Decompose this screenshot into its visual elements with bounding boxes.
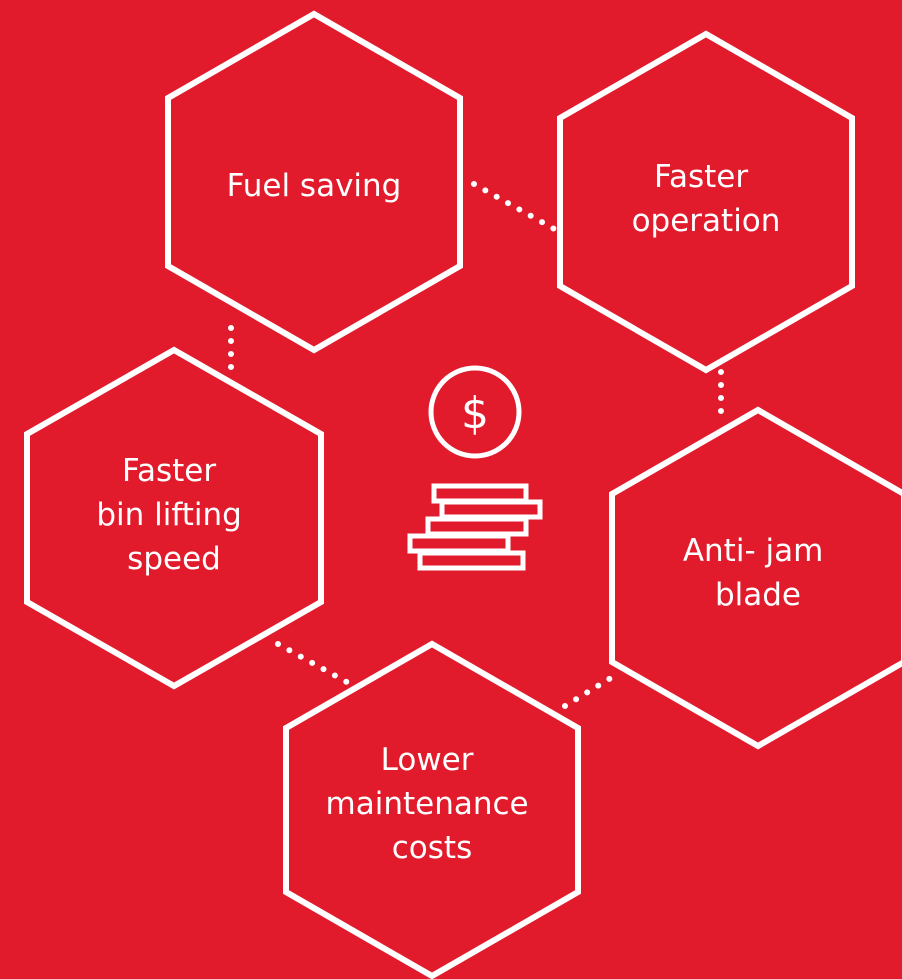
- coin-stack-icon: $: [407, 365, 543, 571]
- connector-anti-jam-to-maintenance: [562, 673, 617, 709]
- label-line: Anti- jam: [683, 533, 823, 569]
- label-line: Faster: [122, 453, 216, 489]
- hexagon-lower-maintenance-costs: [283, 640, 581, 979]
- label-line: speed: [127, 541, 221, 577]
- label-line: Faster: [654, 159, 748, 195]
- node-label-anti-jam-blade: Anti- jam blade: [683, 533, 833, 613]
- coin-stack-bar: [417, 550, 526, 571]
- label-line: maintenance: [326, 786, 529, 822]
- hexagon-fuel-saving: [165, 10, 463, 354]
- coin-stack-bar: [425, 516, 529, 537]
- hexagon-anti-jam-blade: [609, 406, 902, 750]
- label-line: bin lifting: [96, 497, 241, 533]
- label-line: Fuel saving: [227, 168, 402, 204]
- node-anti-jam-blade: Anti- jam blade: [609, 406, 902, 750]
- connector-fuel-saving-to-faster-operation: [471, 181, 559, 233]
- dollar-sign: $: [461, 388, 489, 439]
- hexagon-faster-bin-lifting-speed: [24, 346, 324, 690]
- node-lower-maintenance-costs: Lower maintenance costs: [283, 640, 581, 979]
- connector-bin-lifting-to-maintenance: [275, 641, 357, 689]
- label-line: blade: [715, 577, 801, 613]
- label-line: operation: [632, 203, 781, 239]
- coin-stack-bar: [431, 483, 529, 504]
- label-line: Lower: [381, 742, 474, 778]
- coin-stack-bar: [407, 533, 511, 554]
- coin-stack-bar: [439, 499, 543, 520]
- node-label-fuel-saving: Fuel saving: [227, 168, 402, 204]
- coin-icon: [428, 365, 522, 459]
- node-label-faster-operation: Faster operation: [632, 159, 781, 239]
- node-faster-bin-lifting-speed: Faster bin lifting speed: [24, 346, 324, 690]
- node-faster-operation: Faster operation: [557, 30, 855, 374]
- label-line: costs: [392, 830, 472, 866]
- node-label-lower-maintenance-costs: Lower maintenance costs: [326, 742, 539, 866]
- node-fuel-saving: Fuel saving: [165, 10, 463, 354]
- node-label-faster-bin-lifting-speed: Faster bin lifting speed: [96, 453, 251, 577]
- hexagon-faster-operation: [557, 30, 855, 374]
